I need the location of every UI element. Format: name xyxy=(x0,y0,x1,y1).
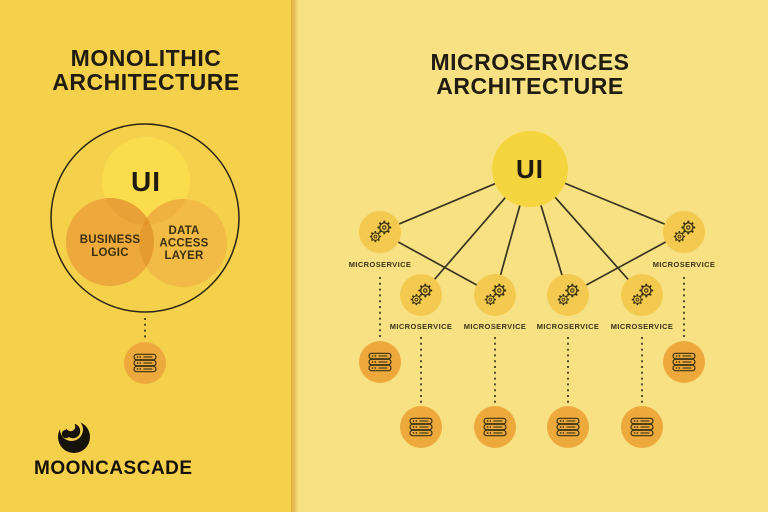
microservices-panel-background xyxy=(291,0,768,512)
panel-divider xyxy=(291,0,300,512)
ui-label: UI xyxy=(131,166,161,197)
microservice-node: MICROSERVICE xyxy=(349,211,412,269)
database-connectors xyxy=(379,277,685,404)
database-node xyxy=(359,341,401,383)
monolith-database-node xyxy=(124,342,166,384)
monolith-venn-diagram: UI BUSINESS LOGIC DATA ACCESS LAYER xyxy=(50,123,240,313)
data-access-label-line1: DATA xyxy=(168,225,199,237)
database-node xyxy=(474,406,516,448)
microservice-label: MICROSERVICE xyxy=(390,322,453,331)
database-node xyxy=(663,341,705,383)
database-node xyxy=(547,406,589,448)
data-access-label-line3: LAYER xyxy=(165,250,204,262)
mooncascade-logo-icon xyxy=(58,418,90,453)
microservice-label: MICROSERVICE xyxy=(537,322,600,331)
overlap-ui-business xyxy=(102,198,154,225)
connector-line-service1-service3 xyxy=(379,231,496,296)
monolithic-title-line2: ARCHITECTURE xyxy=(52,69,239,95)
microservices-title-line2: ARCHITECTURE xyxy=(436,73,623,99)
database-node xyxy=(621,406,663,448)
microservices-title-line1: MICROSERVICES xyxy=(430,49,629,75)
ui-label: UI xyxy=(516,154,544,184)
microservice-node: MICROSERVICE xyxy=(464,274,527,331)
microservice-label: MICROSERVICE xyxy=(653,260,716,269)
brand-name: MOONCASCADE xyxy=(34,458,193,479)
ui-circle xyxy=(492,131,568,207)
database-node xyxy=(400,406,442,448)
connector-line-service6-service4 xyxy=(567,231,685,296)
data-access-label-line2: ACCESS xyxy=(159,238,208,250)
monolithic-section: MONOLITHIC ARCHITECTURE UI BUSINESS LOGI… xyxy=(34,45,240,479)
monolithic-title-line1: MONOLITHIC xyxy=(71,45,222,71)
ui-node: UI xyxy=(492,131,568,207)
microservice-node: MICROSERVICE xyxy=(611,274,674,331)
brand-block: MOONCASCADE xyxy=(34,418,193,479)
business-logic-label-line1: BUSINESS xyxy=(80,234,141,246)
business-logic-label-line2: LOGIC xyxy=(91,247,128,259)
microservice-node: MICROSERVICE xyxy=(390,274,453,331)
microservice-node: MICROSERVICE xyxy=(537,274,600,331)
microservice-label: MICROSERVICE xyxy=(464,322,527,331)
microservice-node: MICROSERVICE xyxy=(653,211,716,269)
microservices-section: MICROSERVICES ARCHITECTURE UI MICROSERVI… xyxy=(349,49,716,448)
microservice-label: MICROSERVICE xyxy=(349,260,412,269)
monolith-boundary-circle xyxy=(50,123,240,313)
microservice-label: MICROSERVICE xyxy=(611,322,674,331)
overlap-ui-data xyxy=(139,199,190,225)
